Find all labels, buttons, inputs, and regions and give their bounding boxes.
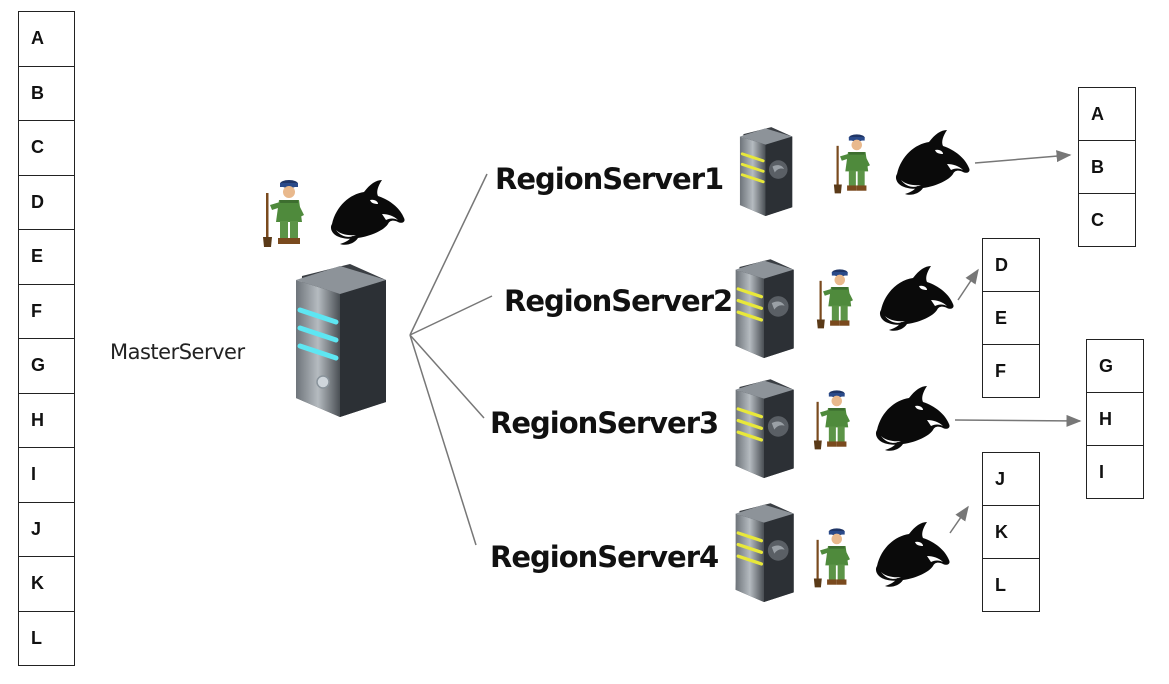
table-row: I bbox=[1087, 446, 1143, 499]
table-row: G bbox=[1087, 340, 1143, 393]
region-server-label-1: RegionServer1 bbox=[495, 162, 724, 196]
region-server-label-2: RegionServer2 bbox=[504, 284, 733, 318]
table-row: H bbox=[1087, 393, 1143, 446]
region-table-1: A B C bbox=[1078, 87, 1136, 247]
region-table-2: D E F bbox=[982, 238, 1040, 398]
table-row: K bbox=[19, 557, 74, 612]
table-row: E bbox=[983, 292, 1039, 345]
zookeeper-keeper-icon bbox=[813, 390, 850, 450]
table-row: J bbox=[983, 453, 1039, 506]
arrow-rs2-table bbox=[957, 268, 979, 301]
arrow-rs4-table bbox=[949, 505, 969, 534]
zookeeper-keeper-icon bbox=[813, 528, 850, 588]
region-server-icon-1 bbox=[739, 127, 793, 216]
arrow-rs3-table bbox=[954, 414, 1082, 427]
region-server-label-3: RegionServer3 bbox=[490, 406, 719, 440]
table-row: F bbox=[983, 345, 1039, 398]
master-table: A B C D E F G H I J K L bbox=[18, 11, 75, 666]
connector-master-rs4 bbox=[409, 334, 477, 546]
table-row: G bbox=[19, 339, 74, 394]
orca-whale-icon bbox=[330, 180, 405, 245]
table-row: F bbox=[19, 285, 74, 339]
arrow-rs1-table bbox=[974, 150, 1072, 164]
table-row: K bbox=[983, 506, 1039, 559]
table-row: J bbox=[19, 503, 74, 557]
table-row: B bbox=[19, 67, 74, 121]
connector-master-rs3 bbox=[409, 334, 485, 419]
master-server-label: MasterServer bbox=[110, 340, 245, 364]
table-row: L bbox=[19, 612, 74, 666]
table-row: I bbox=[19, 448, 74, 503]
table-row: D bbox=[19, 176, 74, 230]
table-row: C bbox=[19, 121, 74, 176]
region-table-4: J K L bbox=[982, 452, 1040, 612]
orca-whale-icon bbox=[875, 522, 950, 587]
region-server-icon-2 bbox=[735, 259, 794, 358]
zookeeper-keeper-icon bbox=[833, 134, 870, 194]
table-row: A bbox=[19, 12, 74, 67]
region-table-3: G H I bbox=[1086, 339, 1144, 499]
table-row: L bbox=[983, 559, 1039, 612]
region-server-label-4: RegionServer4 bbox=[490, 540, 719, 574]
zookeeper-keeper-icon bbox=[816, 269, 853, 329]
orca-whale-icon bbox=[875, 386, 950, 451]
table-row: E bbox=[19, 230, 74, 285]
zookeeper-keeper-icon bbox=[263, 180, 304, 247]
master-server-icon bbox=[296, 264, 386, 417]
region-server-icon-3 bbox=[735, 379, 794, 478]
orca-whale-icon bbox=[895, 130, 970, 195]
table-row: D bbox=[983, 239, 1039, 292]
connector-master-rs2 bbox=[409, 295, 493, 336]
region-server-icon-4 bbox=[735, 503, 794, 602]
table-row: H bbox=[19, 394, 74, 448]
table-row: C bbox=[1079, 194, 1135, 247]
table-row: A bbox=[1079, 88, 1135, 141]
connector-master-rs1 bbox=[409, 173, 488, 336]
orca-whale-icon bbox=[879, 266, 954, 331]
table-row: B bbox=[1079, 141, 1135, 194]
